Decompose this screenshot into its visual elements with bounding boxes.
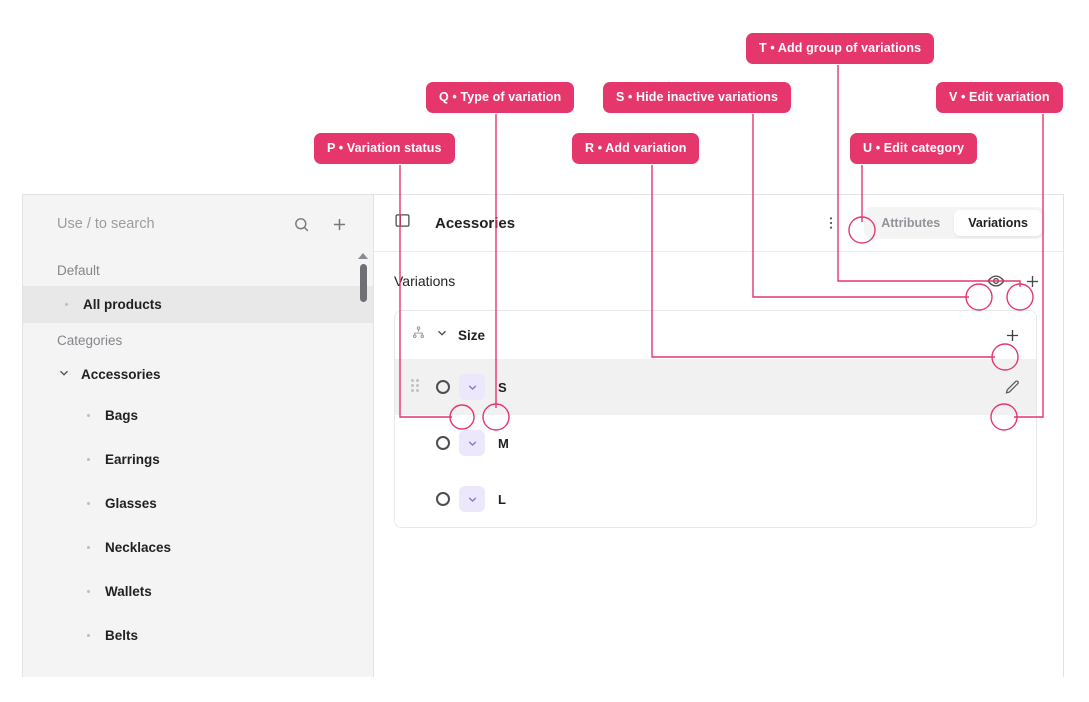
annotation-badge-u[interactable]: U • Edit category [850,133,978,164]
search-input[interactable]: Use / to search [57,216,155,232]
variations-section-header: Variations [374,252,1063,310]
main-header: Acessories Attributes Variations [374,195,1063,252]
sidebar-item-earrings[interactable]: Earrings [23,437,373,481]
tab-group: Attributes Variations [864,207,1045,239]
variation-label: L [498,491,506,507]
annotation-badge-p[interactable]: P • Variation status [314,133,455,164]
variation-label: S [498,379,507,395]
sidebar-section-categories: Categories [57,333,123,348]
sidebar-item-wallets[interactable]: Wallets [23,569,373,613]
bullet-icon [87,501,105,505]
annotation-badge-q[interactable]: Q • Type of variation [426,82,575,113]
main-panel: Acessories Attributes Variations Variati… [374,195,1063,677]
bullet-icon [87,457,105,461]
sidebar-item-label: Earrings [105,451,160,467]
sidebar-item-label: Glasses [105,495,157,511]
sidebar-item-necklaces[interactable]: Necklaces [23,525,373,569]
variation-label: M [498,435,509,451]
variation-row-l[interactable]: L [395,471,1036,527]
chevron-down-icon[interactable] [57,366,71,383]
bullet-icon [87,589,105,593]
bullet-icon [87,545,105,549]
tab-attributes[interactable]: Attributes [881,216,941,230]
sidebar-category-list: Bags Earrings Glasses Necklaces Wallets … [23,393,373,657]
sidebar-item-all-products[interactable]: All products [23,286,373,323]
sidebar-group-label: Accessories [81,367,161,382]
app-window: Use / to search Default All products Cat… [22,194,1064,677]
bullet-icon [65,303,83,306]
eye-icon[interactable] [983,268,1009,294]
bullet-icon [87,633,105,637]
drag-handle-icon[interactable] [411,379,423,395]
variation-status-icon[interactable] [436,380,450,394]
sidebar: Use / to search Default All products Cat… [23,195,374,677]
variation-type-icon[interactable] [459,430,485,456]
search-icon[interactable] [287,210,315,238]
sidebar-item-label: Bags [105,407,139,423]
hierarchy-icon [411,325,426,345]
add-variation-icon[interactable] [1000,323,1024,347]
add-group-of-variations-icon[interactable] [1019,268,1045,294]
variation-status-icon[interactable] [436,492,450,506]
variation-type-icon[interactable] [459,486,485,512]
bullet-icon [87,413,105,417]
sidebar-item-glasses[interactable]: Glasses [23,481,373,525]
annotation-badge-v[interactable]: V • Edit variation [936,82,1063,113]
sidebar-item-label: Necklaces [105,539,172,555]
variations-card: Size S [394,310,1037,528]
sidebar-item-label: Belts [105,627,139,643]
annotation-badge-t[interactable]: T • Add group of variations [746,33,935,64]
variation-row-m[interactable]: M [395,415,1036,471]
variation-group-label: Size [458,327,486,343]
variation-type-icon[interactable] [459,374,485,400]
variation-status-icon[interactable] [436,436,450,450]
scrollbar-thumb[interactable] [359,264,367,302]
section-title: Variations [394,273,456,289]
add-item-icon[interactable] [325,210,353,238]
scroll-up-arrow-icon[interactable] [358,253,368,259]
sidebar-item-bags[interactable]: Bags [23,393,373,437]
annotation-badge-s[interactable]: S • Hide inactive variations [603,82,792,113]
sidebar-item-label: Wallets [105,583,152,599]
sidebar-group-accessories[interactable]: Accessories [23,356,373,393]
sidebar-item-belts[interactable]: Belts [23,613,373,657]
variation-group-row-size[interactable]: Size [395,311,1036,359]
chevron-down-icon[interactable] [435,326,449,345]
variation-row-s[interactable]: S [395,359,1036,415]
page-title: Acessories [435,214,516,232]
tab-variations[interactable]: Variations [954,210,1042,236]
annotation-badge-r[interactable]: R • Add variation [572,133,700,164]
sidebar-scrollbar[interactable] [357,251,369,677]
more-vertical-icon[interactable] [818,210,844,236]
sidebar-item-label: All products [83,297,162,312]
edit-variation-icon[interactable] [1000,375,1024,399]
sidebar-search-bar[interactable]: Use / to search [23,195,373,253]
sidebar-toggle-icon[interactable] [394,212,411,234]
sidebar-section-default: Default [57,263,100,278]
